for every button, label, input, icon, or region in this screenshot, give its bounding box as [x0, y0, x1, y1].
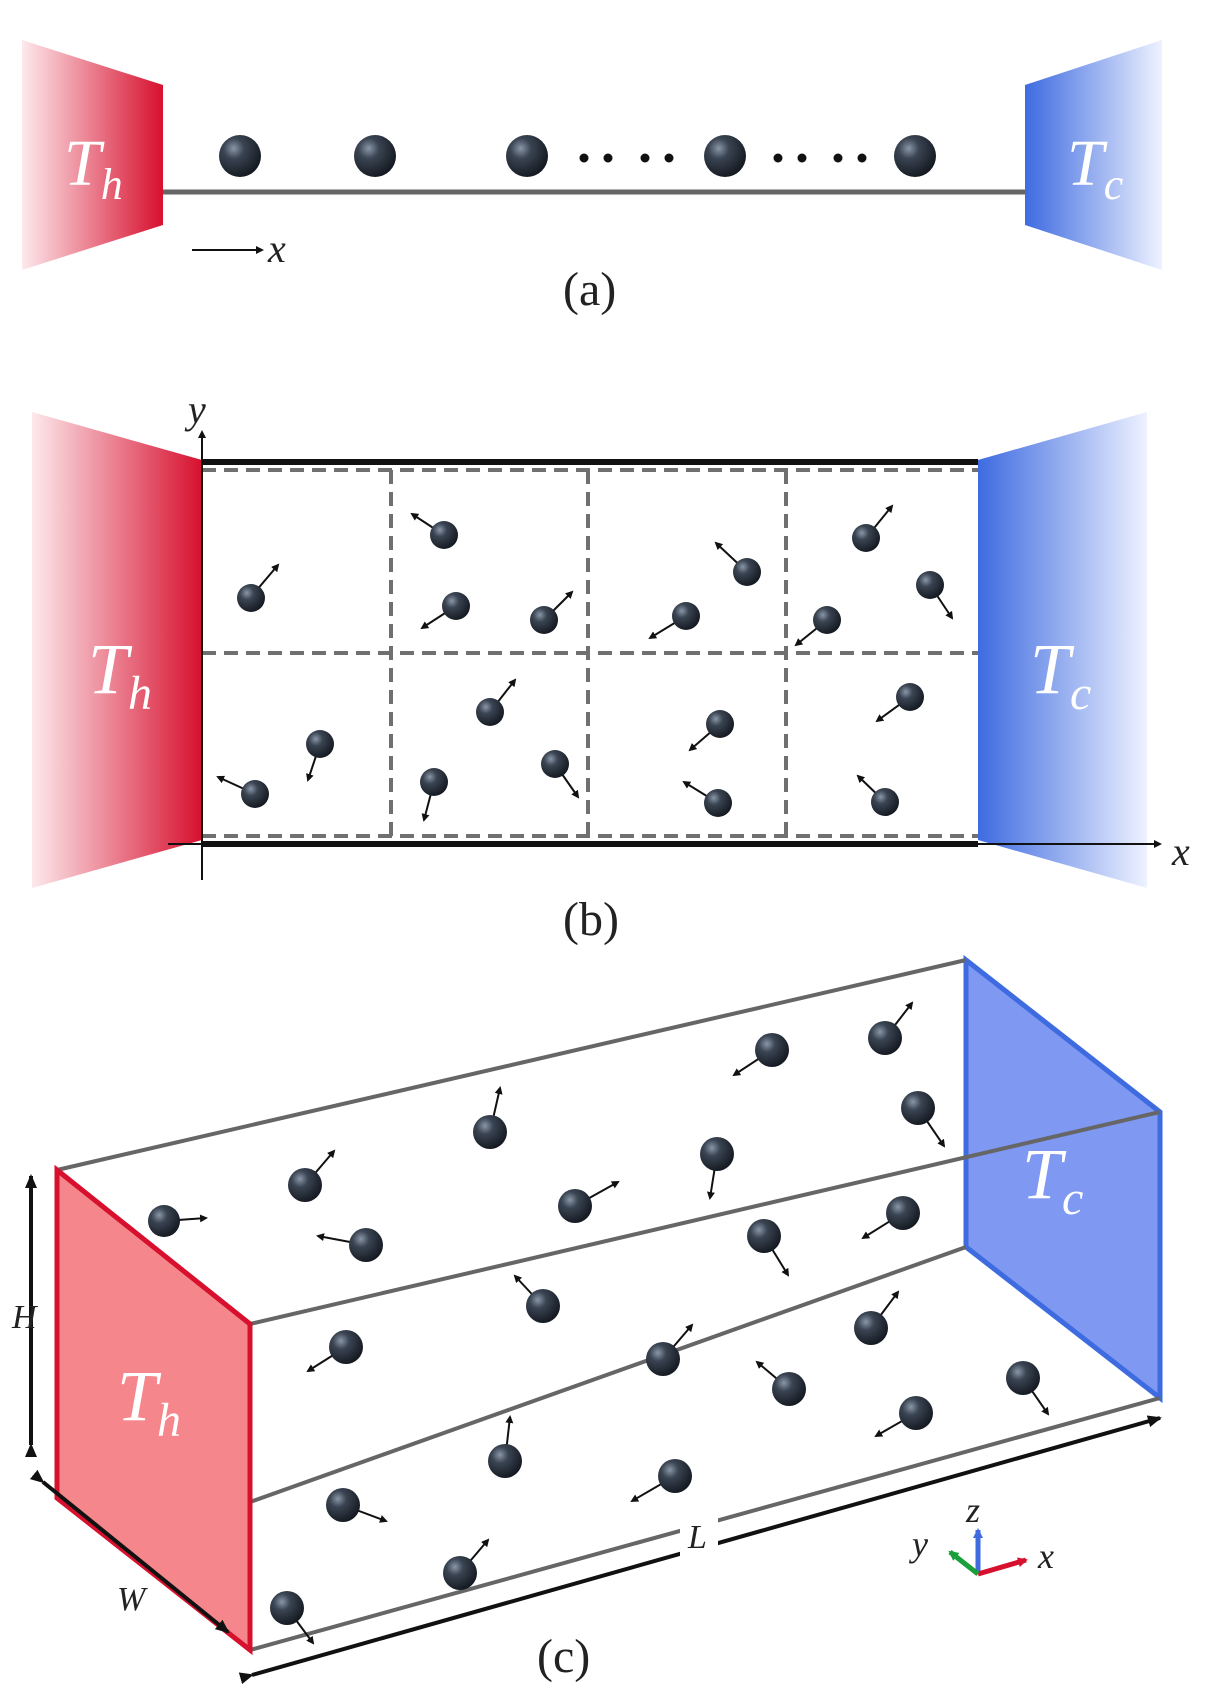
particle	[868, 1001, 914, 1055]
particle	[410, 512, 458, 549]
particle	[506, 135, 548, 177]
particle	[354, 135, 396, 177]
svg-text:Tc: Tc	[1030, 629, 1091, 720]
z-axis-label-c: z	[965, 1490, 980, 1530]
particle	[219, 135, 261, 177]
particle	[216, 775, 269, 808]
particle	[270, 1591, 315, 1645]
particle	[646, 1323, 694, 1376]
width-dimension	[29, 1469, 230, 1634]
particle	[530, 590, 574, 634]
particle	[288, 1149, 336, 1202]
caption-b: (b)	[563, 893, 619, 946]
particle	[541, 750, 580, 799]
coordinate-triad: z x y	[909, 1490, 1054, 1577]
svg-text:Tc: Tc	[1067, 127, 1124, 209]
particle	[901, 1091, 946, 1148]
particle	[513, 1274, 560, 1323]
svg-text:Th: Th	[64, 127, 123, 209]
particle	[1006, 1361, 1050, 1416]
particles-b	[216, 504, 954, 822]
particle	[874, 1396, 933, 1437]
particle	[237, 563, 280, 612]
particle	[894, 135, 936, 177]
particle	[856, 774, 899, 816]
particle	[316, 1228, 383, 1262]
particle	[704, 135, 746, 177]
cell-grid	[202, 468, 978, 838]
particle	[326, 1488, 388, 1523]
particle	[700, 1137, 734, 1200]
svg-text:Th: Th	[88, 629, 152, 720]
cold-label-c: T	[1022, 1134, 1067, 1214]
caption-c: (c)	[537, 1630, 590, 1683]
svg-text:Th: Th	[117, 1356, 181, 1447]
particle	[443, 1538, 490, 1590]
cold-label-a: T	[1067, 127, 1108, 200]
hot-label-a: T	[64, 127, 105, 200]
particle	[148, 1205, 208, 1237]
cold-reservoir-b	[978, 412, 1147, 888]
particle	[630, 1459, 692, 1503]
particle	[854, 1290, 900, 1345]
particle	[473, 1086, 507, 1149]
ellipsis-dots	[579, 153, 867, 163]
particle	[875, 683, 924, 723]
particle	[755, 1360, 806, 1406]
width-label: W	[117, 1581, 148, 1618]
particle	[747, 1219, 790, 1277]
svg-text:Tc: Tc	[1022, 1134, 1083, 1225]
particle	[420, 768, 448, 822]
y-axis-label-c: y	[909, 1524, 928, 1564]
particle	[476, 678, 517, 726]
hot-reservoir-a	[22, 40, 163, 270]
particle	[916, 571, 954, 620]
length-label: L	[687, 1519, 707, 1556]
particle	[794, 606, 841, 647]
y-axis-label-b: y	[184, 387, 206, 432]
panel-c: Th Tc H W L z x y (c)	[11, 954, 1163, 1685]
particle	[732, 1033, 789, 1077]
particle	[682, 780, 732, 817]
particle	[852, 504, 894, 552]
particle	[558, 1181, 620, 1223]
particle	[420, 592, 470, 630]
caption-a: (a)	[563, 263, 616, 316]
particle	[861, 1196, 920, 1240]
x-axis-label-b: x	[1171, 829, 1190, 874]
particle	[488, 1415, 522, 1478]
chain-particles	[219, 135, 936, 177]
hot-reservoir-b	[32, 412, 202, 888]
hot-label-c: T	[117, 1356, 162, 1436]
cold-reservoir-a	[1025, 40, 1162, 270]
x-axis-label-c: x	[1037, 1536, 1054, 1576]
particle	[714, 541, 761, 586]
particle	[688, 710, 734, 752]
x-axis-label-a: x	[267, 226, 286, 271]
panel-a: Th Tc x (a)	[22, 40, 1162, 316]
height-label: H	[11, 1299, 39, 1336]
particle	[648, 602, 700, 640]
particle	[306, 730, 334, 782]
hot-label-b: T	[88, 629, 133, 709]
cold-label-b: T	[1030, 629, 1075, 709]
particle	[306, 1330, 363, 1373]
panel-b: y x Th Tc (b)	[32, 387, 1190, 946]
